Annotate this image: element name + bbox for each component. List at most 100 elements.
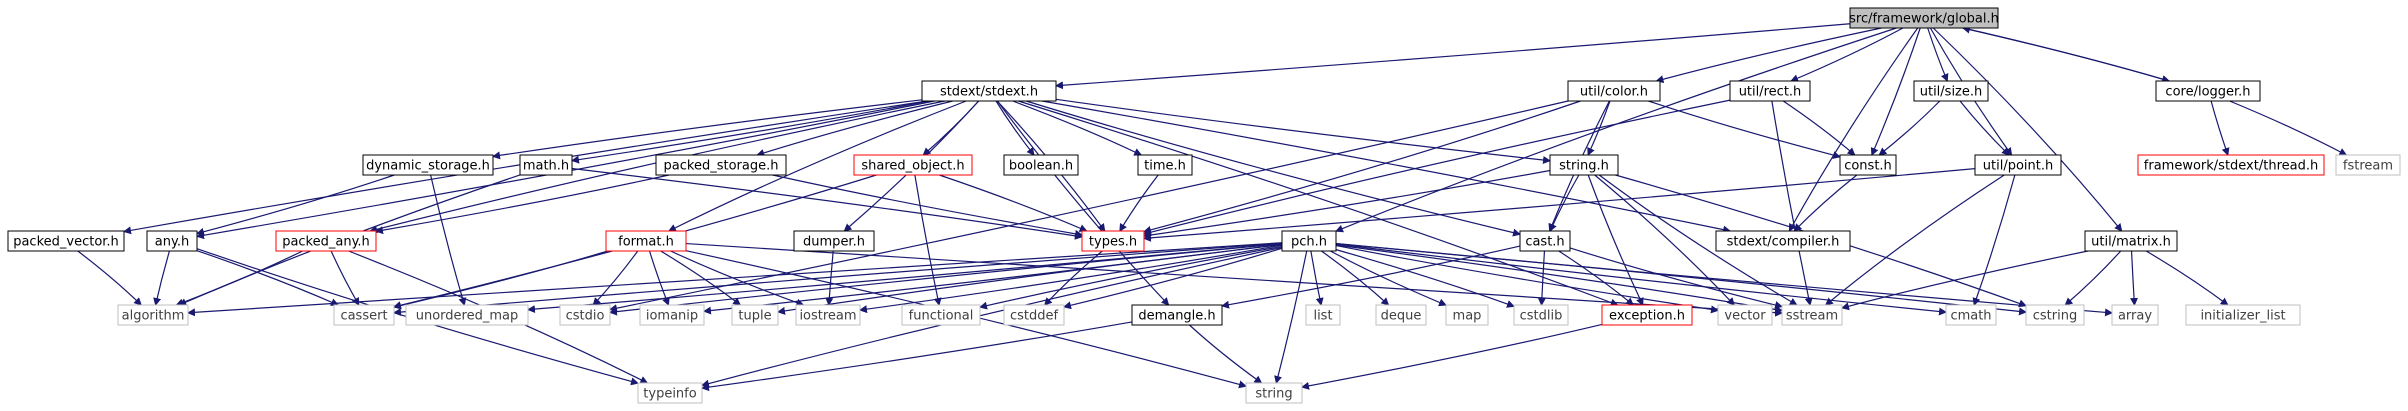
node-cast[interactable]: cast.h <box>1519 230 1571 252</box>
node-init_list-box <box>2185 304 2301 326</box>
node-pch[interactable]: pch.h <box>1281 230 1337 252</box>
edge-stdext-to-shared_object <box>922 100 980 156</box>
node-anyh[interactable]: any.h <box>146 230 198 252</box>
edge-stdext-to-compiler <box>1041 100 1732 234</box>
node-typeinfo-box <box>637 382 703 404</box>
node-boolean[interactable]: boolean.h <box>1003 154 1079 176</box>
node-list: list <box>1305 304 1341 326</box>
node-cstdlib-label: cstdlib <box>1520 309 1563 324</box>
node-global[interactable]: src/framework/global.h <box>1849 7 1999 29</box>
node-cassert-label: cassert <box>340 309 387 324</box>
edge-pch-to-list <box>1310 250 1324 306</box>
node-cstddef: cstddef <box>1003 304 1065 326</box>
node-time[interactable]: time.h <box>1137 154 1193 176</box>
node-format-box <box>605 230 687 252</box>
node-matrix[interactable]: util/matrix.h <box>2084 230 2178 252</box>
edge-global-to-pch <box>1335 27 1897 233</box>
edge-dynamic-to-anyh <box>196 174 395 236</box>
edge-anyh-to-algorithm <box>153 250 171 306</box>
node-map: map <box>1445 304 1489 326</box>
node-logger[interactable]: core/logger.h <box>2155 80 2261 102</box>
node-packed_any[interactable]: packed_any.h <box>275 230 377 252</box>
edge-point-to-sstream <box>1824 174 2005 306</box>
node-stdext[interactable]: stdext/stdext.h <box>921 80 1057 102</box>
node-consth-box <box>1839 154 1897 176</box>
node-mathh-label: math.h <box>523 159 569 174</box>
node-algorithm-label: algorithm <box>122 309 185 324</box>
node-demangle-label: demangle.h <box>1138 309 1215 324</box>
node-demangle[interactable]: demangle.h <box>1131 304 1223 326</box>
edge-time-to-types <box>1119 174 1159 232</box>
node-sstream-box <box>1781 304 1843 326</box>
edge-string_h-to-cast <box>1549 174 1580 232</box>
node-dynamic[interactable]: dynamic_storage.h <box>362 154 494 176</box>
node-packed_vector[interactable]: packed_vector.h <box>7 230 125 252</box>
node-list-label: list <box>1313 309 1332 324</box>
node-types[interactable]: types.h <box>1081 230 1145 252</box>
node-map-box <box>1445 304 1489 326</box>
edge-stdext-to-format <box>667 100 967 232</box>
node-logger-label: core/logger.h <box>2165 85 2250 100</box>
node-cassert-box <box>333 304 395 326</box>
node-dumper-box <box>793 230 875 252</box>
node-consth[interactable]: const.h <box>1839 154 1897 176</box>
node-stdext-label: stdext/stdext.h <box>940 85 1038 100</box>
node-iostream-label: iostream <box>799 309 856 324</box>
edge-rect-to-consth <box>1782 100 1856 156</box>
edge-stdext-to-boolean <box>995 100 1035 156</box>
node-rect[interactable]: util/rect.h <box>1729 80 1811 102</box>
node-string_h[interactable]: string.h <box>1549 154 1619 176</box>
node-shared_object-box <box>853 154 973 176</box>
node-thread[interactable]: framework/stdext/thread.h <box>2137 154 2325 176</box>
node-map-label: map <box>1453 309 1482 324</box>
edge-stdext-to-packed_vector <box>123 100 928 235</box>
node-thread-label: framework/stdext/thread.h <box>2144 159 2318 174</box>
node-shared_object[interactable]: shared_object.h <box>853 154 973 176</box>
edge-pch-to-unordered_map <box>527 242 1283 314</box>
node-dumper[interactable]: dumper.h <box>793 230 875 252</box>
edge-global-to-size <box>1927 27 1949 82</box>
edge-pch-to-cstdio <box>609 243 1283 316</box>
node-list-box <box>1305 304 1341 326</box>
edge-pch-to-array <box>1335 242 2113 317</box>
node-packed_storage[interactable]: packed_storage.h <box>655 154 787 176</box>
node-array-label: array <box>2118 309 2152 324</box>
node-size[interactable]: util/size.h <box>1913 80 1989 102</box>
node-tuple: tuple <box>731 304 779 326</box>
edge-exception-to-string <box>1301 323 1603 390</box>
edge-color-to-consth <box>1648 100 1841 159</box>
node-iomanip-box <box>639 304 705 326</box>
node-string_h-box <box>1549 154 1619 176</box>
node-cassert: cassert <box>333 304 395 326</box>
node-pch-box <box>1281 230 1337 252</box>
node-compiler[interactable]: stdext/compiler.h <box>1715 230 1851 252</box>
edge-format-to-string <box>685 250 1247 389</box>
node-sstream-label: sstream <box>1786 309 1838 324</box>
edge-packed_vector-to-algorithm <box>77 250 142 306</box>
node-color[interactable]: util/color.h <box>1567 80 1661 102</box>
node-exception-box <box>1601 304 1693 326</box>
node-mathh[interactable]: math.h <box>519 154 573 176</box>
node-format[interactable]: format.h <box>605 230 687 252</box>
node-iomanip-label: iomanip <box>646 309 698 324</box>
node-color-label: util/color.h <box>1580 85 1648 100</box>
node-point-box <box>1974 154 2062 176</box>
node-point[interactable]: util/point.h <box>1974 154 2062 176</box>
node-thread-box <box>2137 154 2325 176</box>
edge-shared_object-to-functional <box>914 174 942 306</box>
node-fstream-box <box>2335 154 2401 176</box>
node-dynamic-label: dynamic_storage.h <box>366 159 490 174</box>
edge-string_h-to-types <box>1143 169 1551 239</box>
node-algorithm-box <box>117 304 189 326</box>
edge-color-to-types <box>1143 100 1581 234</box>
node-cstring-box <box>2025 304 2085 326</box>
edge-global-to-compiler <box>1788 27 1919 232</box>
node-exception[interactable]: exception.h <box>1601 304 1693 326</box>
edge-pch-to-cstdlib <box>1335 249 1515 308</box>
edge-size-to-consth <box>1878 100 1941 156</box>
edge-pch-to-functional <box>979 245 1283 310</box>
edge-color-to-cstdio <box>609 100 1569 313</box>
node-time-label: time.h <box>1144 159 1186 174</box>
edge-cast-to-cstdlib <box>1537 250 1546 306</box>
node-anyh-box <box>146 230 198 252</box>
